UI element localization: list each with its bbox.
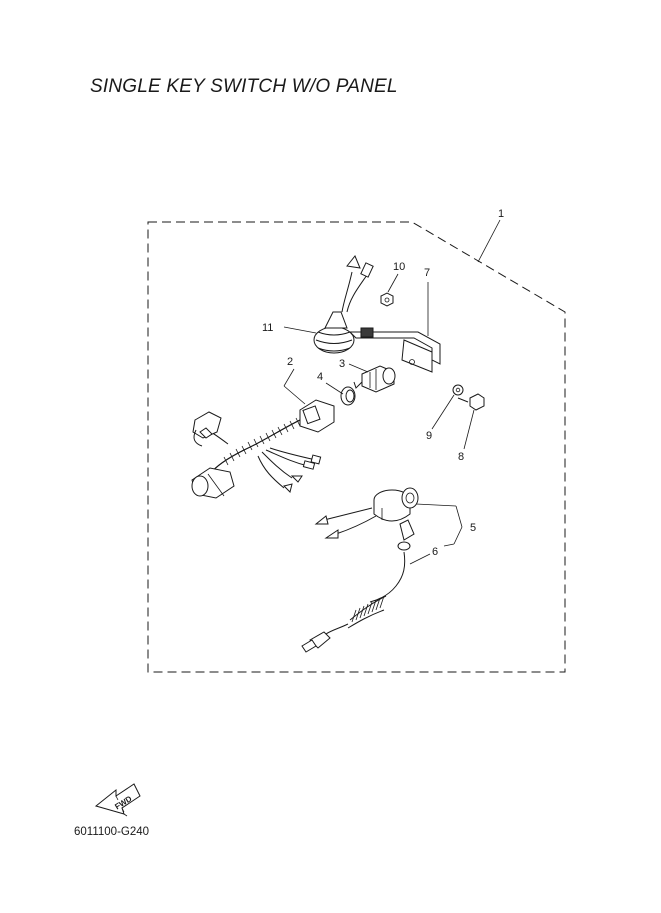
callout-7: 7	[424, 267, 430, 279]
callout-4: 4	[317, 371, 323, 383]
callout-3: 3	[339, 358, 345, 370]
assembly-boundary	[147, 221, 566, 673]
fwd-arrow-icon: FWD	[94, 783, 141, 817]
stop-switch-assembly	[301, 487, 419, 653]
callout-9: 9	[426, 430, 432, 442]
callout-11: 11	[262, 322, 273, 334]
callout-6: 6	[432, 546, 438, 558]
diagram-code: 6011100-G240	[74, 826, 150, 838]
callout-2: 2	[287, 356, 293, 368]
callout-1: 1	[498, 208, 504, 220]
callout-10: 10	[393, 261, 405, 273]
page-title: SINGLE KEY SWITCH W/O PANEL	[90, 76, 398, 97]
key-switch-assembly	[191, 255, 485, 499]
callout-5: 5	[470, 522, 476, 534]
callout-8: 8	[458, 451, 464, 463]
